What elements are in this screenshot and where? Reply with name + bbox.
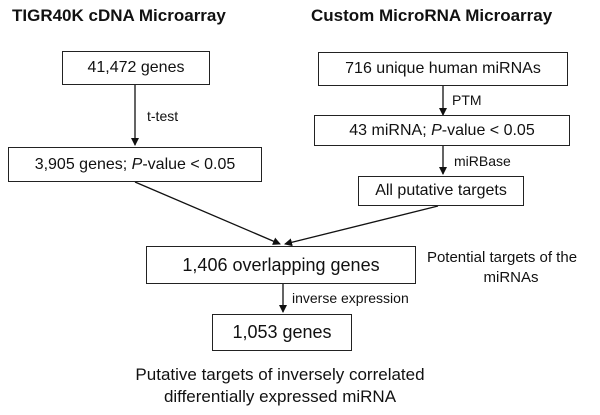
label-inverse-expression: inverse expression — [292, 290, 409, 306]
box-overlapping-genes: 1,406 overlapping genes — [146, 246, 416, 284]
box-significant-mirnas-suffix: -value < 0.05 — [441, 121, 535, 139]
box-significant-mirnas: 43 miRNA; P-value < 0.05 — [314, 115, 570, 146]
note-potential-targets-line2: miRNAs — [483, 269, 539, 286]
note-potential-targets-line1: Potential targets of the — [426, 249, 578, 266]
box-overlapping-genes-text: 1,406 overlapping genes — [182, 254, 380, 275]
caption-line1: Putative targets of inversely correlated — [135, 365, 425, 384]
note-potential-targets: Potential targets of the miRNAs — [416, 248, 588, 288]
p-symbol: P — [431, 121, 442, 139]
box-total-genes-text: 41,472 genes — [87, 59, 185, 76]
p-symbol: P — [131, 155, 143, 173]
box-putative-targets-text: All putative targets — [375, 182, 507, 199]
box-total-genes: 41,472 genes — [62, 51, 210, 85]
label-t-test: t-test — [147, 108, 179, 124]
arrow-targets-to-overlap — [284, 205, 439, 247]
heading-cdna-microarray: TIGR40K cDNA Microarray — [12, 6, 226, 25]
heading-microrna-microarray: Custom MicroRNA Microarray — [311, 6, 553, 25]
caption: Putative targets of inversely correlated… — [60, 364, 500, 408]
label-mirbase: miRBase — [454, 153, 511, 169]
box-unique-mirnas: 716 unique human miRNAs — [318, 52, 568, 86]
box-putative-targets: All putative targets — [358, 176, 524, 206]
box-final-genes: 1,053 genes — [212, 314, 352, 351]
arrow-genes-to-overlap — [134, 181, 281, 245]
box-significant-genes: 3,905 genes; P-value < 0.05 — [8, 147, 262, 182]
caption-line2: differentially expressed miRNA — [163, 387, 397, 406]
box-final-genes-text: 1,053 genes — [232, 322, 332, 342]
box-significant-genes-prefix: 3,905 genes; — [34, 155, 128, 173]
label-ptm: PTM — [452, 92, 482, 108]
box-significant-genes-suffix: -value < 0.05 — [142, 155, 236, 173]
box-significant-mirnas-prefix: 43 miRNA; — [349, 121, 427, 139]
box-unique-mirnas-text: 716 unique human miRNAs — [345, 60, 541, 77]
